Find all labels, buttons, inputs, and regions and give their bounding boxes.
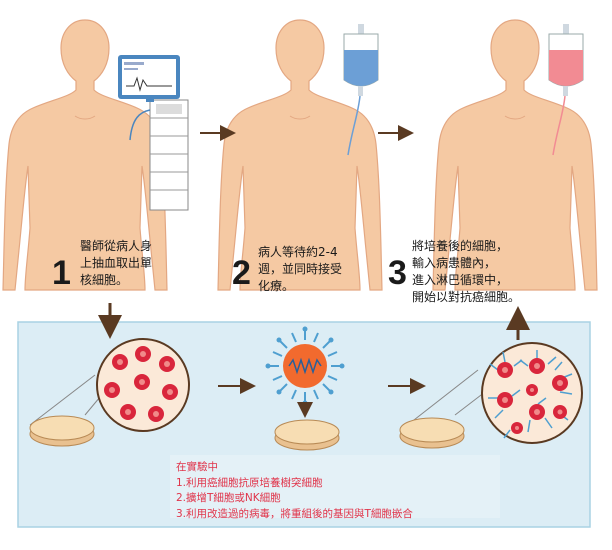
experiment-note: 在實驗中 1.利用癌細胞抗原培養樹突細胞 2.擴增T細胞或NK細胞 3.利用改造…	[176, 460, 413, 522]
step-text-2: 病人等待約2-4 週，並同時接受 化療。	[258, 245, 343, 293]
machine-icon	[118, 55, 189, 211]
culture-dish-2	[274, 419, 340, 451]
iv-bag-blue-icon	[343, 24, 379, 156]
iv-bag-red-icon	[548, 24, 584, 156]
note-title: 在實驗中	[176, 461, 218, 473]
step-number-1: 1	[52, 254, 71, 292]
step-number-2: 2	[232, 254, 251, 292]
magnified-cells-1	[96, 338, 190, 432]
monitor-icon	[146, 99, 154, 102]
culture-dish-3	[399, 369, 486, 449]
culture-dish-1	[29, 374, 111, 447]
note-item-3: 3.利用改造過的病毒，將重組後的基因與T細胞嵌合	[176, 507, 413, 520]
note-item-1: 1.利用癌細胞抗原培養樹突細胞	[176, 476, 323, 489]
dendritic-cell-icon	[265, 326, 345, 418]
step-text-3: 將培養後的細胞， 輸入病患體內， 進入淋巴循環中， 開始以對抗癌細胞。	[412, 239, 521, 304]
magnified-cells-3	[481, 342, 583, 444]
step-text-1: 醫師從病人身 上抽血取出單 核細胞。	[80, 239, 153, 287]
note-item-2: 2.擴增T細胞或NK細胞	[176, 492, 281, 504]
note-box	[170, 455, 500, 518]
step-number-3: 3	[388, 254, 407, 292]
